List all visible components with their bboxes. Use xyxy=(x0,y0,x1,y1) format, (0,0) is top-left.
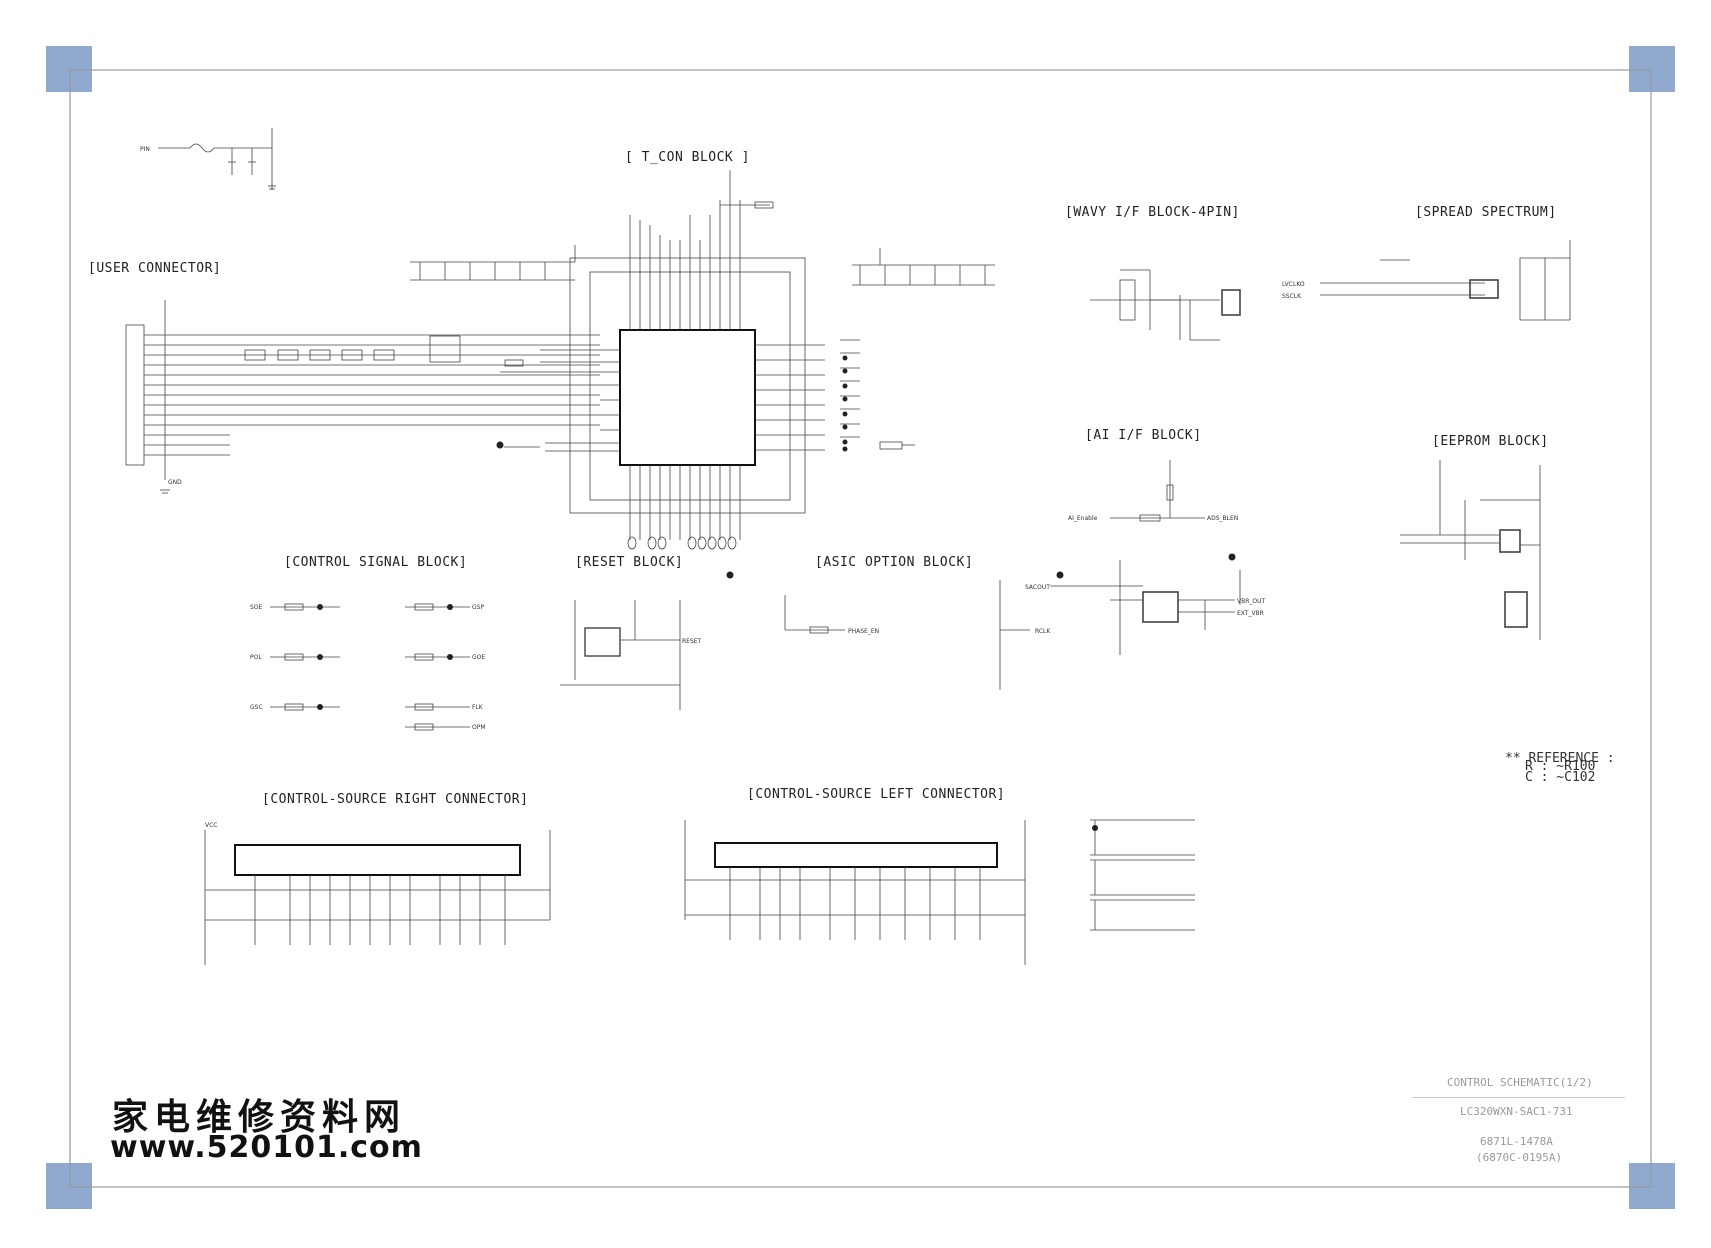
tcon-pins-top xyxy=(629,170,774,330)
net-label-opm: OPM xyxy=(472,724,486,731)
tcon-decoupling-left xyxy=(410,245,576,281)
net-label-phase-en: PHASE_EN xyxy=(848,628,879,635)
right-connector xyxy=(204,830,551,965)
title-wavy-block: [WAVY I/F BLOCK-4PIN] xyxy=(1065,205,1240,220)
wavy-block xyxy=(1090,269,1241,341)
test-points xyxy=(317,355,1236,831)
tcon-pins-right xyxy=(755,339,915,451)
tcon-ic xyxy=(619,329,756,466)
net-label-gsc: GSC xyxy=(250,704,263,711)
reset-block xyxy=(560,600,681,710)
tcon-decoupling-right xyxy=(852,248,995,286)
net-label-pol: POL xyxy=(250,654,262,661)
net-label-ssclk: SSCLK xyxy=(1282,293,1302,300)
corner-top-left xyxy=(46,46,92,92)
title-eeprom-block: [EEPROM BLOCK] xyxy=(1432,434,1549,449)
control-signal-block xyxy=(270,603,470,731)
ai-opamp xyxy=(1050,560,1241,655)
net-label-flk: FLK xyxy=(472,704,484,711)
net-label-ext-vbr: EXT_VBR xyxy=(1237,610,1264,617)
watermark-chinese: 家电维修资料网 xyxy=(112,1096,407,1138)
title-block-doc-number: 6871L-1478A xyxy=(1480,1135,1553,1148)
title-ai-block: [AI I/F BLOCK] xyxy=(1085,428,1202,443)
title-asic-option-block: [ASIC OPTION BLOCK] xyxy=(815,555,974,570)
net-label-vbr-out: VBR_OUT xyxy=(1237,598,1266,605)
title-tcon-block: [ T_CON BLOCK ] xyxy=(625,150,750,165)
reference-note-line2: R : ~R100 xyxy=(1525,759,1596,774)
tcon-ring-outer xyxy=(569,257,806,514)
net-label-gsp: GSP xyxy=(472,604,484,611)
corner-top-right xyxy=(1629,46,1675,92)
title-block-title: CONTROL SCHEMATIC(1/2) xyxy=(1447,1076,1593,1089)
reference-note-line3: C : ~C102 xyxy=(1525,770,1596,785)
title-spread-spectrum: [SPREAD SPECTRUM] xyxy=(1415,205,1557,220)
net-label-goe: GOE xyxy=(472,654,485,661)
title-control-signal-block: [CONTROL SIGNAL BLOCK] xyxy=(284,555,468,570)
corner-bottom-right xyxy=(1629,1163,1675,1209)
title-user-connector: [USER CONNECTOR] xyxy=(88,261,222,276)
net-label-sacout: SACOUT xyxy=(1025,584,1050,591)
spread-spectrum-block xyxy=(1320,240,1571,321)
tcon-pins-bottom xyxy=(627,465,741,550)
net-label-pin: PIN xyxy=(140,146,150,153)
net-label-soe: SOE xyxy=(250,604,263,611)
watermark-url: www.520101.com xyxy=(110,1130,423,1165)
net-label-ads-blen: ADS_BLEN xyxy=(1207,515,1238,522)
title-block-divider xyxy=(1412,1097,1625,1098)
net-label-vcc: VCC xyxy=(205,822,217,829)
title-left-connector: [CONTROL-SOURCE LEFT CONNECTOR] xyxy=(747,787,1006,802)
corner-bottom-left xyxy=(46,1163,92,1209)
reference-note-line1: ** REFERENCE : xyxy=(1505,751,1615,766)
left-connector xyxy=(684,820,1026,965)
page-frame xyxy=(69,69,1652,1188)
net-label-ai-enable: AI_Enable xyxy=(1068,515,1098,522)
title-block-doc-sub: (6870C-0195A) xyxy=(1476,1151,1563,1164)
tcon-pins-left xyxy=(429,335,620,452)
option-resistor-grid xyxy=(1090,819,1195,931)
net-label-lvclk: LVCLKO xyxy=(1282,281,1305,288)
title-right-connector: [CONTROL-SOURCE RIGHT CONNECTOR] xyxy=(262,792,529,807)
power-input-circuit xyxy=(158,128,276,190)
net-label-gnd: GND xyxy=(168,479,182,486)
title-reset-block: [RESET BLOCK] xyxy=(575,555,684,570)
net-label-reset: RESET xyxy=(682,638,702,645)
eeprom-block xyxy=(1400,460,1541,640)
asic-option-block xyxy=(784,580,1030,690)
user-connector xyxy=(125,300,600,494)
title-block-model: LC320WXN-SAC1-731 xyxy=(1460,1105,1573,1118)
net-label-rclk: RCLK xyxy=(1035,628,1051,635)
ai-if-block xyxy=(1110,460,1205,522)
